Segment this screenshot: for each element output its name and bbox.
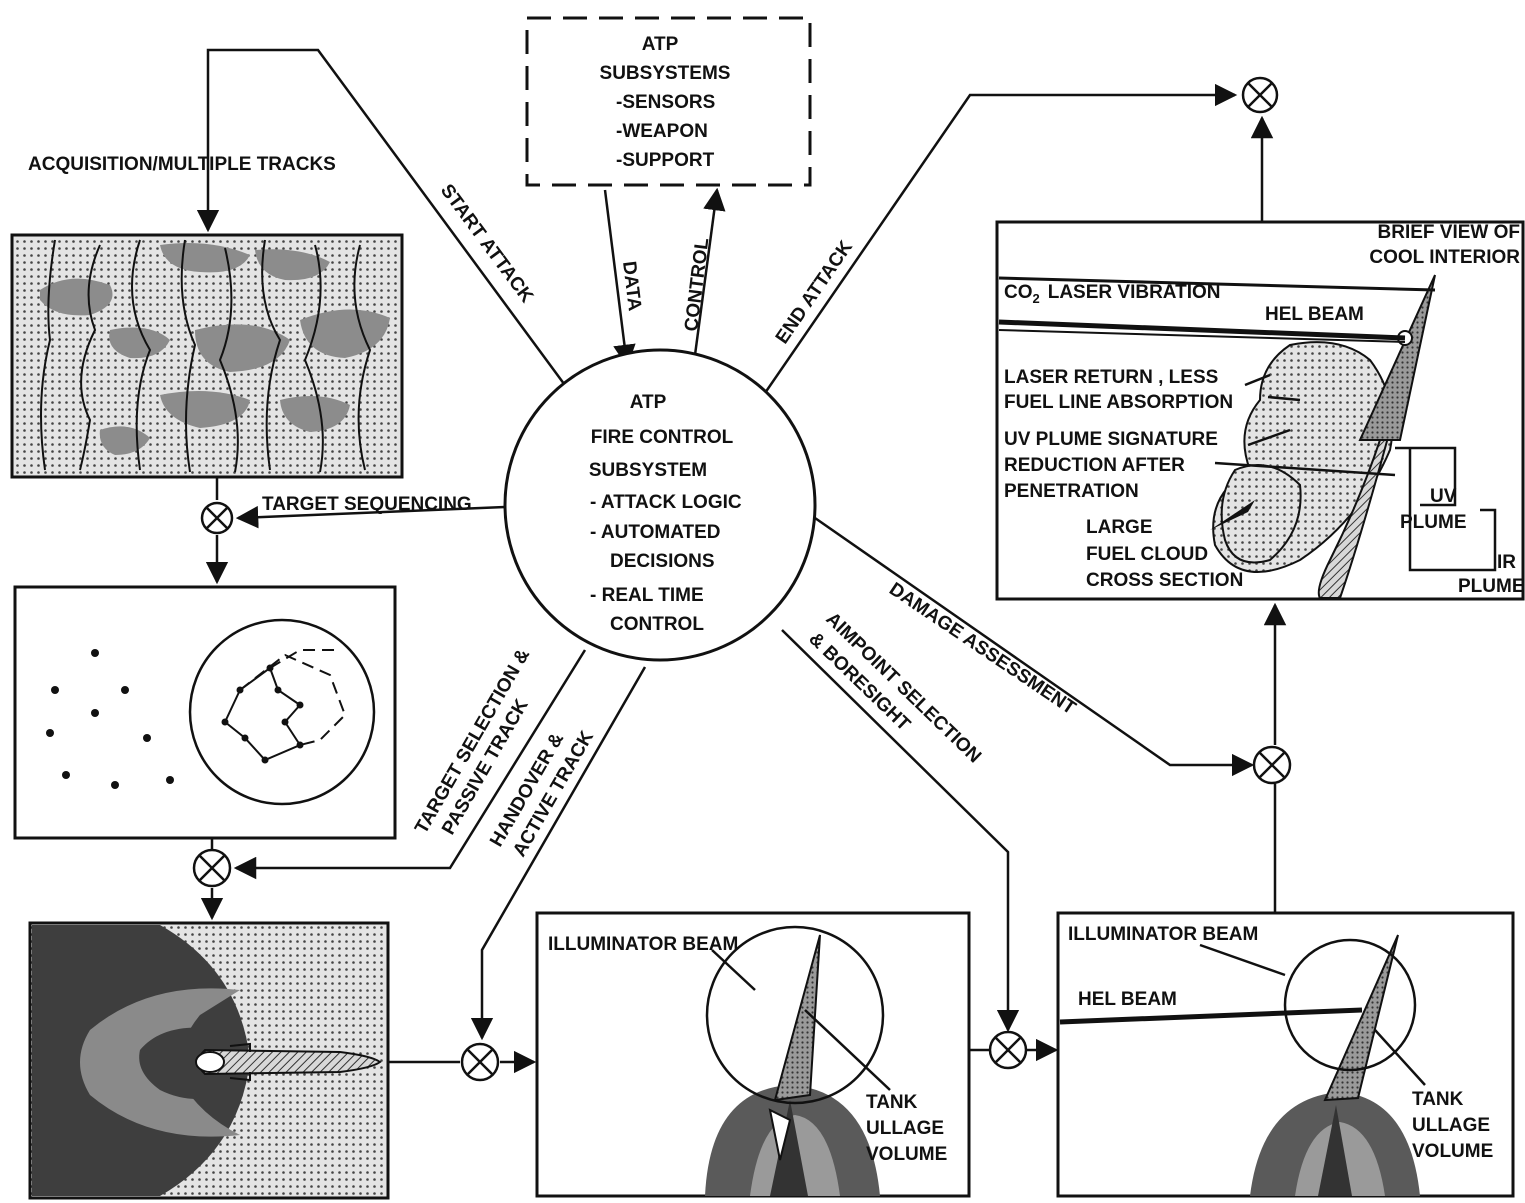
terrain-patches (40, 242, 390, 455)
terrain-panel (10, 233, 404, 479)
tank-label: TANK (866, 1092, 918, 1113)
fuel-cloud-label: CROSS SECTION (1086, 570, 1243, 591)
track-dots (46, 649, 174, 789)
subsystems-heading: SUBSYSTEMS (600, 63, 731, 84)
plume-signature-panel (28, 921, 390, 1200)
subsystem-item: -SENSORS (616, 92, 715, 113)
fire-control-circle: ATP FIRE CONTROL SUBSYSTEM - ATTACK LOGI… (503, 348, 817, 662)
uv-signature-label: PENETRATION (1004, 481, 1139, 502)
uv-plume-label: PLUME (1400, 512, 1467, 533)
start-attack-label: START ATTACK (436, 180, 537, 307)
brief-view-label: BRIEF VIEW OF (1378, 222, 1521, 243)
summing-junction-icon (1241, 76, 1279, 114)
uv-plume-label: UV (1430, 486, 1457, 507)
fuel-cloud-label: LARGE (1086, 517, 1153, 538)
summing-junction-icon (1252, 745, 1292, 785)
hel-beam-label: HEL BEAM (1078, 989, 1177, 1010)
fire-control-item: CONTROL (610, 614, 704, 635)
missile-icon (195, 1042, 382, 1082)
fire-control-item: DECISIONS (610, 551, 715, 572)
terrain-contours (40, 239, 372, 473)
laser-return-label: LASER RETURN , LESS (1004, 367, 1218, 388)
fire-control-item: - REAL TIME (590, 585, 704, 606)
subsystem-item: -SUPPORT (616, 150, 715, 171)
fire-control-line2: FIRE CONTROL (591, 427, 734, 448)
uv-signature-label: REDUCTION AFTER (1004, 455, 1185, 476)
fire-control-item: - AUTOMATED (590, 522, 721, 543)
subsystems-box: ATP SUBSYSTEMS -SENSORS -WEAPON -SUPPORT (525, 16, 812, 187)
end-attack-label: END ATTACK (772, 237, 857, 348)
fuel-cloud-label: FUEL CLOUD (1086, 544, 1208, 565)
fire-control-line1: ATP (630, 392, 667, 413)
uv-signature-label: UV PLUME SIGNATURE (1004, 429, 1218, 450)
ir-plume-label: PLUME (1458, 576, 1525, 597)
brief-view-label: COOL INTERIOR (1369, 247, 1520, 268)
data-label: DATA (618, 260, 645, 312)
acquisition-label: ACQUISITION/MULTIPLE TRACKS (28, 154, 336, 175)
summing-junction-icon (192, 848, 232, 888)
tank-label: VOLUME (866, 1144, 947, 1165)
illuminator-beam-label: ILLUMINATOR BEAM (548, 934, 738, 955)
tank-label: TANK (1412, 1089, 1464, 1110)
tank-label: ULLAGE (866, 1118, 944, 1139)
fire-control-line3: SUBSYSTEM (589, 460, 707, 481)
control-label: CONTROL (681, 236, 713, 332)
fire-control-item: - ATTACK LOGIC (590, 492, 742, 513)
summing-junction-icon (460, 1042, 500, 1082)
tank-label: ULLAGE (1412, 1115, 1490, 1136)
tank-label: VOLUME (1412, 1141, 1493, 1162)
connector-lines (196, 48, 1287, 1074)
junction-symbols (192, 76, 1292, 1082)
illuminator-panel: ILLUMINATOR BEAM TANK ULLAGE VOLUME (535, 911, 971, 1198)
subsystem-item: -WEAPON (616, 121, 708, 142)
subsystems-title: ATP (642, 34, 679, 55)
summing-junction-icon (200, 501, 234, 535)
laser-return-label: FUEL LINE ABSORPTION (1004, 392, 1233, 413)
hel-beam-panel: ILLUMINATOR BEAM HEL BEAM TANK ULLAGE VO… (1056, 911, 1515, 1198)
target-sequencing-label: TARGET SEQUENCING (262, 494, 472, 515)
hel-beam-label: HEL BEAM (1265, 304, 1364, 325)
summing-junction-icon (988, 1030, 1028, 1070)
ir-plume-label: IR (1497, 552, 1516, 573)
track-correlation-panel (13, 585, 397, 840)
illuminator-beam-label: ILLUMINATOR BEAM (1068, 924, 1258, 945)
